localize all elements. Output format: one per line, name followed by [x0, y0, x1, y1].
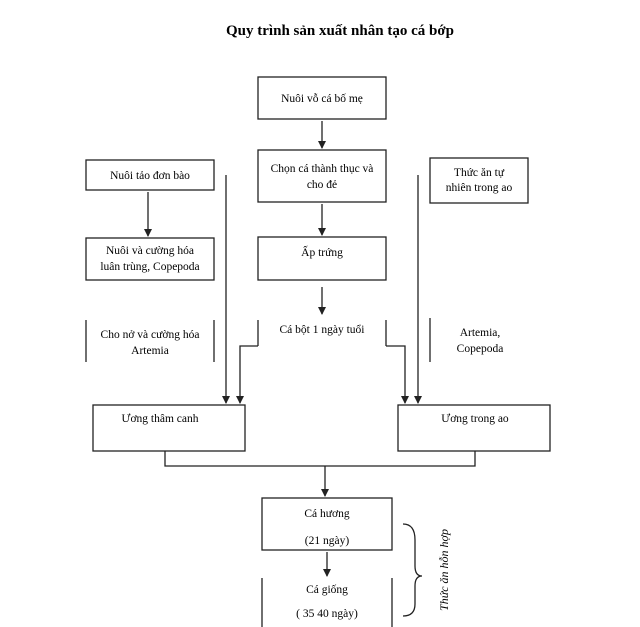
- box-chon-ca: Chọn cá thành thục và cho đẻ: [257, 149, 387, 203]
- box-ca-bot: Cá bột 1 ngày tuổi: [257, 320, 387, 346]
- box-artemia-left-label-2: Artemia: [131, 345, 169, 357]
- box-nuoi-vo-label: Nuôi vỗ cá bố mẹ: [281, 92, 363, 105]
- side-brace: [402, 523, 423, 617]
- box-artemia-right-label-2: Copepoda: [457, 343, 504, 355]
- box-ca-giong: Cá giống ( 35 40 ngày): [261, 578, 393, 627]
- arrow-ca-bot-to-uong-tham-canh: [236, 345, 258, 404]
- box-uong-tham-canh-label: Ương thâm canh: [122, 413, 199, 425]
- box-ap-trung-label: Ấp trứng: [301, 244, 343, 259]
- arrow-ca-bot-to-uong-trong-ao: [386, 345, 409, 404]
- box-nuoi-tao-label: Nuôi tảo đơn bào: [110, 170, 190, 182]
- side-label: Thức ăn hỗn hợp: [437, 529, 451, 611]
- box-chon-ca-label-2: cho đẻ: [307, 179, 337, 191]
- box-thuc-an: Thức ăn tự nhiên trong ao: [429, 157, 529, 204]
- box-ca-giong-label: Cá giống: [306, 583, 348, 596]
- box-ca-giong-days: ( 35 40 ngày): [296, 608, 358, 620]
- box-artemia-right-label-1: Artemia,: [460, 327, 501, 339]
- box-ca-huong-days: (21 ngày): [305, 535, 350, 547]
- box-ca-huong-label: Cá hương: [304, 508, 349, 520]
- box-artemia-right: Artemia, Copepoda: [429, 318, 504, 362]
- box-luan-trung-label-2: luân trùng, Copepoda: [100, 261, 199, 273]
- box-ca-bot-label: Cá bột 1 ngày tuổi: [280, 323, 365, 336]
- box-thuc-an-label-2: nhiên trong ao: [446, 182, 513, 194]
- box-nuoi-vo: Nuôi vỗ cá bố mẹ: [257, 76, 387, 120]
- box-uong-tham-canh: Ương thâm canh: [92, 404, 246, 452]
- box-uong-trong-ao-label: Ương trong ao: [441, 413, 509, 425]
- box-thuc-an-label-1: Thức ăn tự: [454, 167, 505, 179]
- box-artemia-left-label-1: Cho nở và cường hóa: [101, 329, 200, 341]
- box-chon-ca-label-1: Chọn cá thành thục và: [271, 163, 374, 175]
- diagram-title: Quy trình sản xuất nhân tạo cá bớp: [226, 23, 454, 39]
- box-ca-huong: Cá hương (21 ngày): [261, 497, 393, 551]
- box-artemia-left: Cho nở và cường hóa Artemia: [85, 320, 215, 362]
- box-nuoi-tao: Nuôi tảo đơn bào: [85, 159, 215, 191]
- box-luan-trung-label-1: Nuôi và cường hóa: [106, 245, 194, 257]
- box-ap-trung: Ấp trứng: [257, 236, 387, 281]
- box-luan-trung: Nuôi và cường hóa luân trùng, Copepoda: [85, 237, 215, 281]
- box-uong-trong-ao: Ương trong ao: [397, 404, 551, 452]
- merge-connector: [164, 451, 476, 467]
